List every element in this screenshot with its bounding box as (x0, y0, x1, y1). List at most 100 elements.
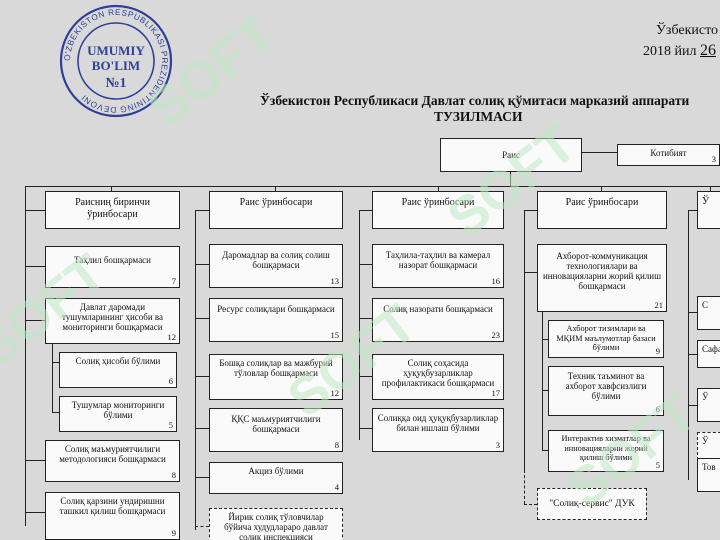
col1-item-4: Тушумлар мониторинги бўлими 5 (59, 396, 177, 432)
secretariat-label: Котибият (650, 148, 687, 158)
col2-conn-2 (195, 264, 209, 265)
col5-conn-1 (688, 210, 697, 211)
col1-item-4-count: 5 (168, 420, 173, 430)
col1-item-3: Солиқ ҳисоби бўлими 6 (59, 352, 177, 388)
col1-item-4-label: Тушумлар мониторинги бўлими (71, 400, 165, 420)
col2-item-3: Бошқа солиқлар ва мажбурий тўловлар бошқ… (209, 354, 343, 400)
col3-item-3: Солиқ соҳасида ҳуқуқбузарликлар профилак… (372, 354, 504, 400)
col5-conn-3 (688, 354, 697, 355)
col3-item-4-label: Солиққа оид ҳуқуқбузарликлар билан ишлаш… (377, 413, 499, 433)
col4-head: Раис ўринбосари (537, 191, 667, 229)
col4-conn-4 (542, 390, 548, 391)
col5-item-3: Ў (697, 388, 720, 422)
col3-item-4: Солиққа оид ҳуқуқбузарликлар билан ишлаш… (372, 408, 504, 452)
col1-item-3-label: Солиқ ҳисоби бўлими (75, 356, 161, 366)
col3-conn-4 (359, 376, 372, 377)
col1-item-5: Солиқ маъмуриятчилиги методологияси бошқ… (45, 440, 180, 482)
col2-item-3-count: 12 (330, 388, 340, 398)
chair-box: Раис (440, 138, 582, 172)
col3-conn-1 (359, 210, 372, 211)
col5-head: Ў (697, 191, 720, 229)
col4-item-5-label: "Солиқ-сервис" ДУК (549, 499, 635, 509)
col4-item-4: Интерактив хизматлар ва инновацияларни ж… (548, 430, 664, 472)
svg-text:UMUMIY: UMUMIY (87, 43, 145, 58)
col5-conn-4 (688, 405, 697, 406)
col4-item-2-label: Ахборот тизимлари ва МҚИМ маълумотлар ба… (556, 324, 656, 352)
secretariat-box: Котибият 3 (617, 144, 720, 166)
col4-item-1: Ахборот-коммуникация технологиялари ва и… (537, 244, 667, 312)
col4-item-1-label: Ахборот-коммуникация технологиялари ва и… (542, 251, 662, 291)
col4-item-1-count: 21 (654, 300, 664, 310)
header-date-prefix: 2018 йил (643, 44, 697, 59)
col2-item-1: Даромадлар ва солиқ солиш бошқармаси 13 (209, 244, 343, 288)
col4-conn-3 (542, 339, 548, 340)
col4-conn-1 (524, 210, 537, 211)
drop-col-3 (438, 186, 439, 192)
col4-dash-spine (524, 470, 525, 504)
col4-item-4-count: 5 (655, 459, 660, 470)
col2-item-4: ҚҚС маъмуриятчилиги бошқармаси 8 (209, 408, 343, 452)
watermark-2: SOFT (436, 113, 588, 249)
header-date-day: 26 (699, 42, 716, 59)
col2-item-1-label: Даромадлар ва солиқ солиш бошқармаси (222, 250, 330, 270)
col4-item-5: "Солиқ-сервис" ДУК (537, 488, 647, 520)
col4-conn-5 (542, 450, 548, 451)
drop-col-2 (275, 186, 276, 192)
col1-item-1: Таҳлил бошқармаси 7 (45, 246, 180, 288)
header-line-2: 2018 йил 26 (643, 42, 716, 60)
col1-sub-spine (52, 344, 53, 412)
col1-item-6: Солиқ қарзини ундиришни ташкил қилиш бош… (45, 492, 180, 540)
col2-conn-6 (195, 477, 209, 478)
col2-conn-4 (195, 376, 209, 377)
col3-conn-2 (359, 264, 372, 265)
col4-head-label: Раис ўринбосари (565, 197, 639, 208)
col1-item-2: Давлат даромади тушумларининг ҳисоби ва … (45, 298, 180, 344)
col2-item-1-count: 13 (330, 276, 340, 286)
chair-secretariat-connector (582, 152, 618, 153)
col1-conn-6 (25, 460, 45, 461)
col5-item-1-label: С (702, 300, 709, 310)
col2-head: Раис ўринбосари (209, 191, 343, 229)
col2-head-label: Раис ўринбосари (239, 197, 313, 208)
col5-item-5-label: Тов (702, 462, 716, 472)
col2-item-2-label: Ресурс солиқлари бошқармаси (217, 304, 335, 314)
col2-item-2-count: 15 (330, 330, 340, 340)
col4-conn-6 (524, 504, 537, 505)
col4-item-2-count: 9 (655, 345, 660, 356)
col4-item-3-label: Техник таъминот ва ахборот хавфсизлиги б… (565, 371, 647, 401)
main-horizontal-connector (25, 186, 720, 187)
col1-conn-5 (52, 412, 59, 413)
col1-conn-4 (52, 362, 59, 363)
col2-item-4-label: ҚҚС маъмуриятчилиги бошқармаси (231, 414, 321, 434)
col5-item-5: Тов (697, 458, 720, 492)
drop-col-1 (111, 186, 112, 192)
col3-item-4-count: 3 (495, 440, 500, 450)
col4-spine (524, 210, 525, 470)
col3-item-1-label: Таҳлила-таҳлил ва камерал назорат бошқар… (385, 250, 491, 270)
col1-item-1-count: 7 (171, 276, 176, 286)
col4-item-2: Ахборот тизимлари ва МҚИМ маълумотлар ба… (548, 320, 664, 358)
col2-item-2: Ресурс солиқлари бошқармаси 15 (209, 298, 343, 342)
col2-item-4-count: 8 (334, 440, 339, 450)
chair-label: Раис (502, 150, 520, 160)
col2-item-6-label: Йирик солиқ тўловчилар бўйича худудларар… (224, 512, 328, 540)
col1-head-label: Раисниң биринчи ўринбосари (75, 197, 150, 220)
col5-head-label: Ў (702, 196, 710, 207)
col1-conn-1 (25, 210, 45, 211)
col3-item-1: Таҳлила-таҳлил ва камерал назорат бошқар… (372, 244, 504, 288)
chair-down-connector (510, 172, 511, 186)
col3-conn-5 (359, 428, 372, 429)
col3-item-2-count: 23 (491, 330, 501, 340)
secretariat-count: 3 (711, 154, 716, 164)
col2-item-5-label: Акциз бўлими (248, 466, 304, 476)
col4-item-3: Техник таъминот ва ахборот хавфсизлиги б… (548, 366, 664, 416)
col1-conn-2 (25, 266, 45, 267)
col1-head: Раисниң биринчи ўринбосари (45, 191, 180, 229)
col1-spine (25, 186, 26, 526)
col4-sub-spine (542, 312, 543, 450)
col1-item-6-label: Солиқ қарзини ундиришни ташкил қилиш бош… (59, 496, 166, 516)
col4-item-3-count: 6 (655, 404, 660, 414)
col2-item-6: Йирик солиқ тўловчилар бўйича худудларар… (209, 508, 343, 540)
col1-item-5-count: 8 (171, 470, 176, 480)
col4-item-4-label: Интерактив хизматлар ва инновацияларни ж… (561, 434, 651, 462)
